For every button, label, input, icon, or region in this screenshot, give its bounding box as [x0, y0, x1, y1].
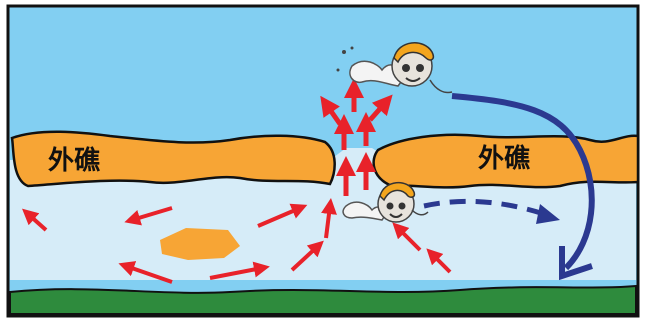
- creature-eye: [399, 203, 406, 210]
- splash-drop: [337, 69, 340, 72]
- creature-eye: [416, 64, 424, 72]
- creature-eye: [387, 203, 394, 210]
- seabed: [10, 286, 636, 314]
- reef-label-right: 外礁: [478, 144, 530, 174]
- reef-label-left: 外礁: [48, 146, 100, 176]
- creature-eye: [402, 64, 410, 72]
- splash-drop: [342, 50, 346, 54]
- splash-drop: [351, 47, 354, 50]
